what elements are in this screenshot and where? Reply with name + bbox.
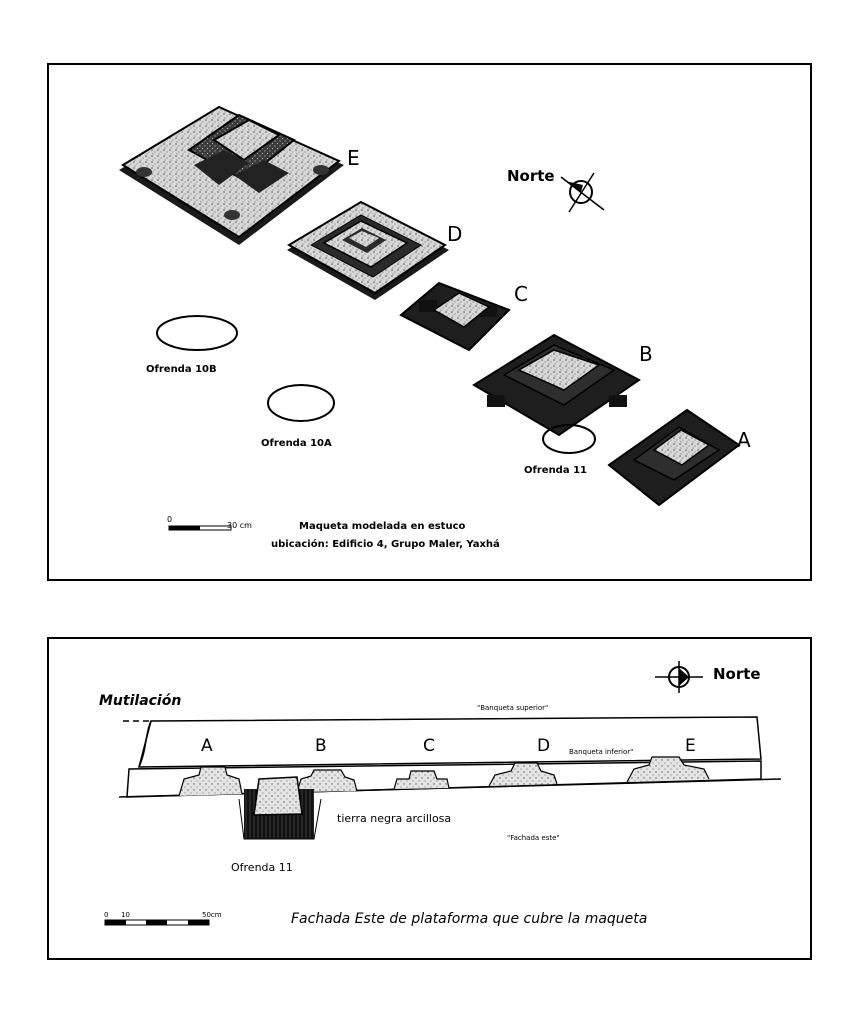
- label-b: B: [639, 342, 653, 366]
- facade-letter-d: D: [537, 736, 550, 756]
- facade-drawing: Norte Mutilación "Banqueta superior" Ban…: [99, 661, 782, 927]
- ofrenda-10a-label: Ofrenda 10A: [261, 438, 332, 449]
- caption-line-2: ubicación: Edificio 4, Grupo Maler, Yaxh…: [271, 538, 500, 550]
- scale-bottom-end: 50cm: [202, 911, 222, 919]
- ofrenda-10b-label: Ofrenda 10B: [146, 364, 217, 375]
- banqueta-superior-shape: [138, 716, 762, 768]
- profile-model-d: [488, 762, 558, 787]
- offering-pit: [238, 776, 322, 840]
- top-panel-model-view: E D C B: [47, 63, 812, 581]
- profile-model-a: [178, 766, 243, 797]
- bottom-panel-east-facade: Norte Mutilación "Banqueta superior" Ban…: [47, 637, 812, 960]
- facade-letter-c: C: [423, 736, 435, 756]
- scale-bar-bottom: [104, 919, 210, 926]
- profile-model-e: [626, 756, 710, 783]
- model-e: [119, 105, 344, 245]
- scale-top-end: 30 cm: [227, 521, 252, 530]
- north-label-bottom: Norte: [713, 665, 761, 683]
- banqueta-superior-label: "Banqueta superior": [477, 704, 548, 712]
- facade-letter-a: A: [201, 736, 213, 756]
- tierra-label: tierra negra arcillosa: [337, 812, 451, 825]
- north-arrow-icon-bottom: [655, 661, 703, 693]
- model-a: [607, 408, 741, 507]
- ofrenda-11-outline: [542, 424, 596, 454]
- ofrenda-11-facade-label: Ofrenda 11: [231, 861, 293, 874]
- ofrenda-10b-outline: [156, 315, 238, 351]
- profile-model-b: [296, 769, 358, 793]
- model-drawing: E D C B: [119, 105, 751, 550]
- scale-bar-top: [168, 525, 232, 531]
- scale-bottom-start: 0: [104, 911, 108, 919]
- ofrenda-10a-outline: [267, 384, 335, 422]
- facade-letter-b: B: [315, 736, 327, 756]
- label-c: C: [514, 282, 528, 306]
- facade-caption: Fachada Este de plataforma que cubre la …: [291, 911, 647, 927]
- label-d: D: [447, 222, 462, 246]
- model-b: [472, 333, 641, 437]
- north-label-top: Norte: [507, 167, 555, 185]
- label-e: E: [347, 146, 360, 170]
- banqueta-inferior-label: Banqueta inferior": [569, 748, 633, 756]
- caption-line-1: Maqueta modelada en estuco: [299, 521, 466, 532]
- facade-letter-e: E: [685, 736, 696, 756]
- fachada-este-note: "Fachada este": [507, 834, 560, 842]
- scale-bottom-mid: 10: [121, 911, 130, 919]
- model-d: [287, 200, 449, 300]
- profile-model-c: [393, 770, 450, 790]
- mutilacion-label: Mutilación: [99, 693, 181, 709]
- ofrenda-11-label: Ofrenda 11: [524, 465, 587, 476]
- scale-top-start: 0: [167, 515, 172, 524]
- model-c: [399, 281, 511, 352]
- north-arrow-icon: [560, 172, 605, 213]
- label-a: A: [737, 428, 751, 452]
